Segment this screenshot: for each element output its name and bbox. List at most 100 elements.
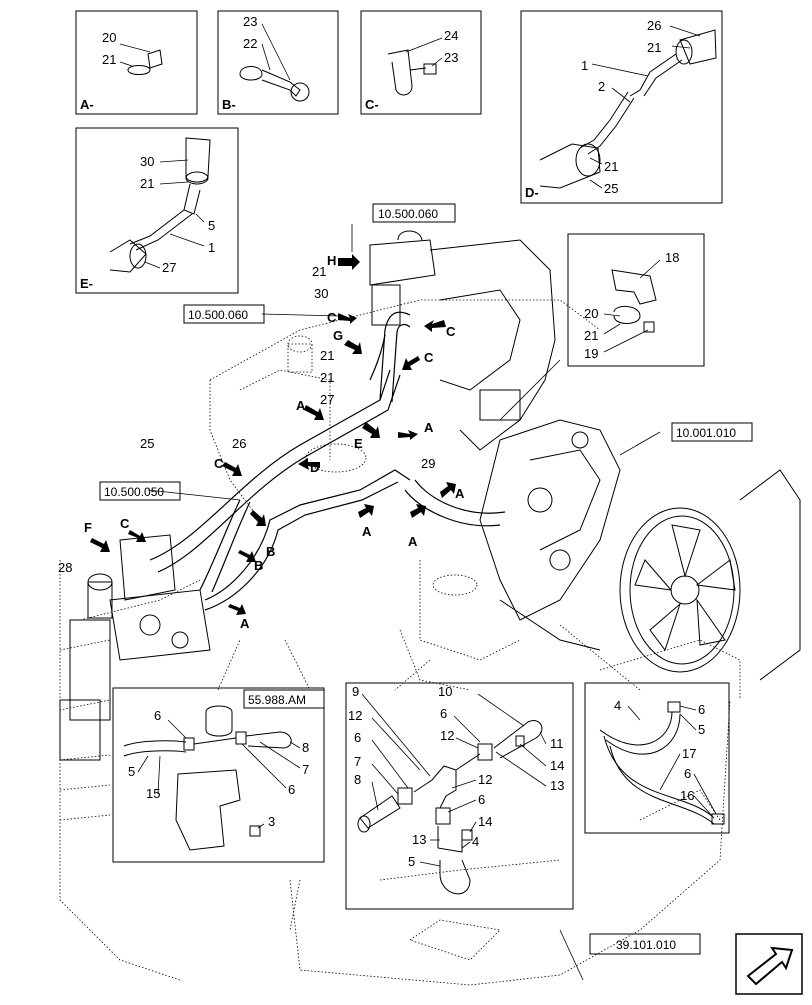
filter-housing <box>369 230 436 326</box>
label-d-26: 26 <box>647 18 661 33</box>
inset-left: 6 8 7 6 5 15 3 <box>112 687 325 863</box>
inset-mid-6a: 6 <box>440 706 447 721</box>
label-g: G <box>333 328 343 343</box>
inset-right-16: 16 <box>680 788 694 803</box>
inset-mid-6b: 6 <box>354 730 361 745</box>
label-h: H <box>327 253 336 268</box>
label-e-27: 27 <box>162 260 176 275</box>
ref-10-500-060-left: 10.500.060 <box>188 308 248 322</box>
label-25: 25 <box>140 436 154 451</box>
label-b-23: 23 <box>243 14 257 29</box>
inset-left-6b: 6 <box>288 782 295 797</box>
inset-mid-12a: 12 <box>348 708 362 723</box>
label-d-2: 2 <box>598 79 605 94</box>
label-20: 20 <box>584 306 598 321</box>
main-labels: H 21 30 C G C C 21 21 27 A A 25 26 C D E… <box>58 253 465 631</box>
label-21-a: 21 <box>312 264 326 279</box>
engine-block <box>429 239 621 651</box>
label-a-2: A <box>424 420 434 435</box>
label-d-21b: 21 <box>604 159 618 174</box>
label-d-1: 1 <box>581 58 588 73</box>
inset-mid-11: 11 <box>550 736 564 751</box>
direction-arrows <box>90 254 456 615</box>
detail-E: 30 21 5 1 27 E- <box>75 127 239 294</box>
inset-right-5: 5 <box>698 722 705 737</box>
label-c-24: 24 <box>444 28 458 43</box>
detail-d-letter: D- <box>525 185 539 200</box>
label-c-1: C <box>327 310 337 325</box>
label-a-6: A <box>240 616 250 631</box>
label-d-25: 25 <box>604 181 618 196</box>
detail-b-letter: B- <box>222 97 236 112</box>
cooling-fan <box>619 469 801 681</box>
label-b-2: B <box>254 558 263 573</box>
ref-10-500-060-top: 10.500.060 <box>378 207 438 221</box>
detail-a-letter: A- <box>80 97 94 112</box>
detail-B: 23 22 B- <box>217 10 339 115</box>
label-21-c: 21 <box>320 370 334 385</box>
label-e-1: 1 <box>208 240 215 255</box>
inset-right-6a: 6 <box>698 702 705 717</box>
label-c-2: C <box>446 324 456 339</box>
label-e-30: 30 <box>140 154 154 169</box>
label-30: 30 <box>314 286 328 301</box>
detail-A: 20 21 A- <box>75 10 198 115</box>
label-a-20: 20 <box>102 30 116 45</box>
label-b-1: B <box>266 544 275 559</box>
inset-mid-14a: 14 <box>550 758 564 773</box>
inset-left-7: 7 <box>302 762 309 777</box>
inset-right-17: 17 <box>682 746 696 761</box>
label-d-21: 21 <box>647 40 661 55</box>
ref-55-988-am: 55.988.AM <box>248 693 306 707</box>
inset-mid-8: 8 <box>354 772 361 787</box>
label-27: 27 <box>320 392 334 407</box>
label-19: 19 <box>584 346 598 361</box>
label-f: F <box>84 520 92 535</box>
detail-e-letter: E- <box>80 276 93 291</box>
label-a-1: A <box>296 398 306 413</box>
label-21: 21 <box>584 328 598 343</box>
inset-mid-10: 10 <box>438 684 452 699</box>
ref-10-001-010: 10.001.010 <box>676 426 736 440</box>
inset-mid-7: 7 <box>354 754 361 769</box>
label-a-3: A <box>455 486 465 501</box>
label-21-b: 21 <box>320 348 334 363</box>
label-e-21: 21 <box>140 176 154 191</box>
inset-middle: 9 10 12 6 6 12 11 7 14 8 13 12 6 14 13 4… <box>345 682 574 910</box>
label-d: D <box>310 460 319 475</box>
detail-D: 26 21 1 2 21 25 D- <box>520 10 723 204</box>
inset-mid-13a: 13 <box>550 778 564 793</box>
left-unit <box>59 534 211 761</box>
inset-left-15: 15 <box>146 786 160 801</box>
ref-10-500-050: 10.500.050 <box>104 485 164 499</box>
machine-outline <box>59 299 741 986</box>
inset-right-6b: 6 <box>684 766 691 781</box>
inset-mid-12c: 12 <box>478 772 492 787</box>
inset-right-4: 4 <box>614 698 621 713</box>
label-c-3: C <box>424 350 434 365</box>
detail-bracket: 18 20 21 19 <box>567 233 705 367</box>
ref-boxes: 10.500.060 10.500.060 10.500.050 10.001.… <box>99 203 753 955</box>
inset-right: 4 6 5 17 6 16 <box>584 682 730 834</box>
inset-mid-5: 5 <box>408 854 415 869</box>
inset-mid-13b: 13 <box>412 832 426 847</box>
label-c-5: C <box>120 516 130 531</box>
inset-mid-4: 4 <box>472 834 479 849</box>
label-b-22: 22 <box>243 36 257 51</box>
inset-left-6a: 6 <box>154 708 161 723</box>
ref-39-101-010: 39.101.010 <box>616 938 676 952</box>
label-c-23: 23 <box>444 50 458 65</box>
label-a-4: A <box>362 524 372 539</box>
label-e: E <box>354 436 363 451</box>
next-page-icon[interactable] <box>735 933 803 995</box>
inset-left-5: 5 <box>128 764 135 779</box>
inset-mid-12b: 12 <box>440 728 454 743</box>
label-a-5: A <box>408 534 418 549</box>
label-c-4: C <box>214 456 224 471</box>
inset-mid-14b: 14 <box>478 814 492 829</box>
inset-left-8: 8 <box>302 740 309 755</box>
ref-leaders <box>147 224 661 981</box>
label-28: 28 <box>58 560 72 575</box>
